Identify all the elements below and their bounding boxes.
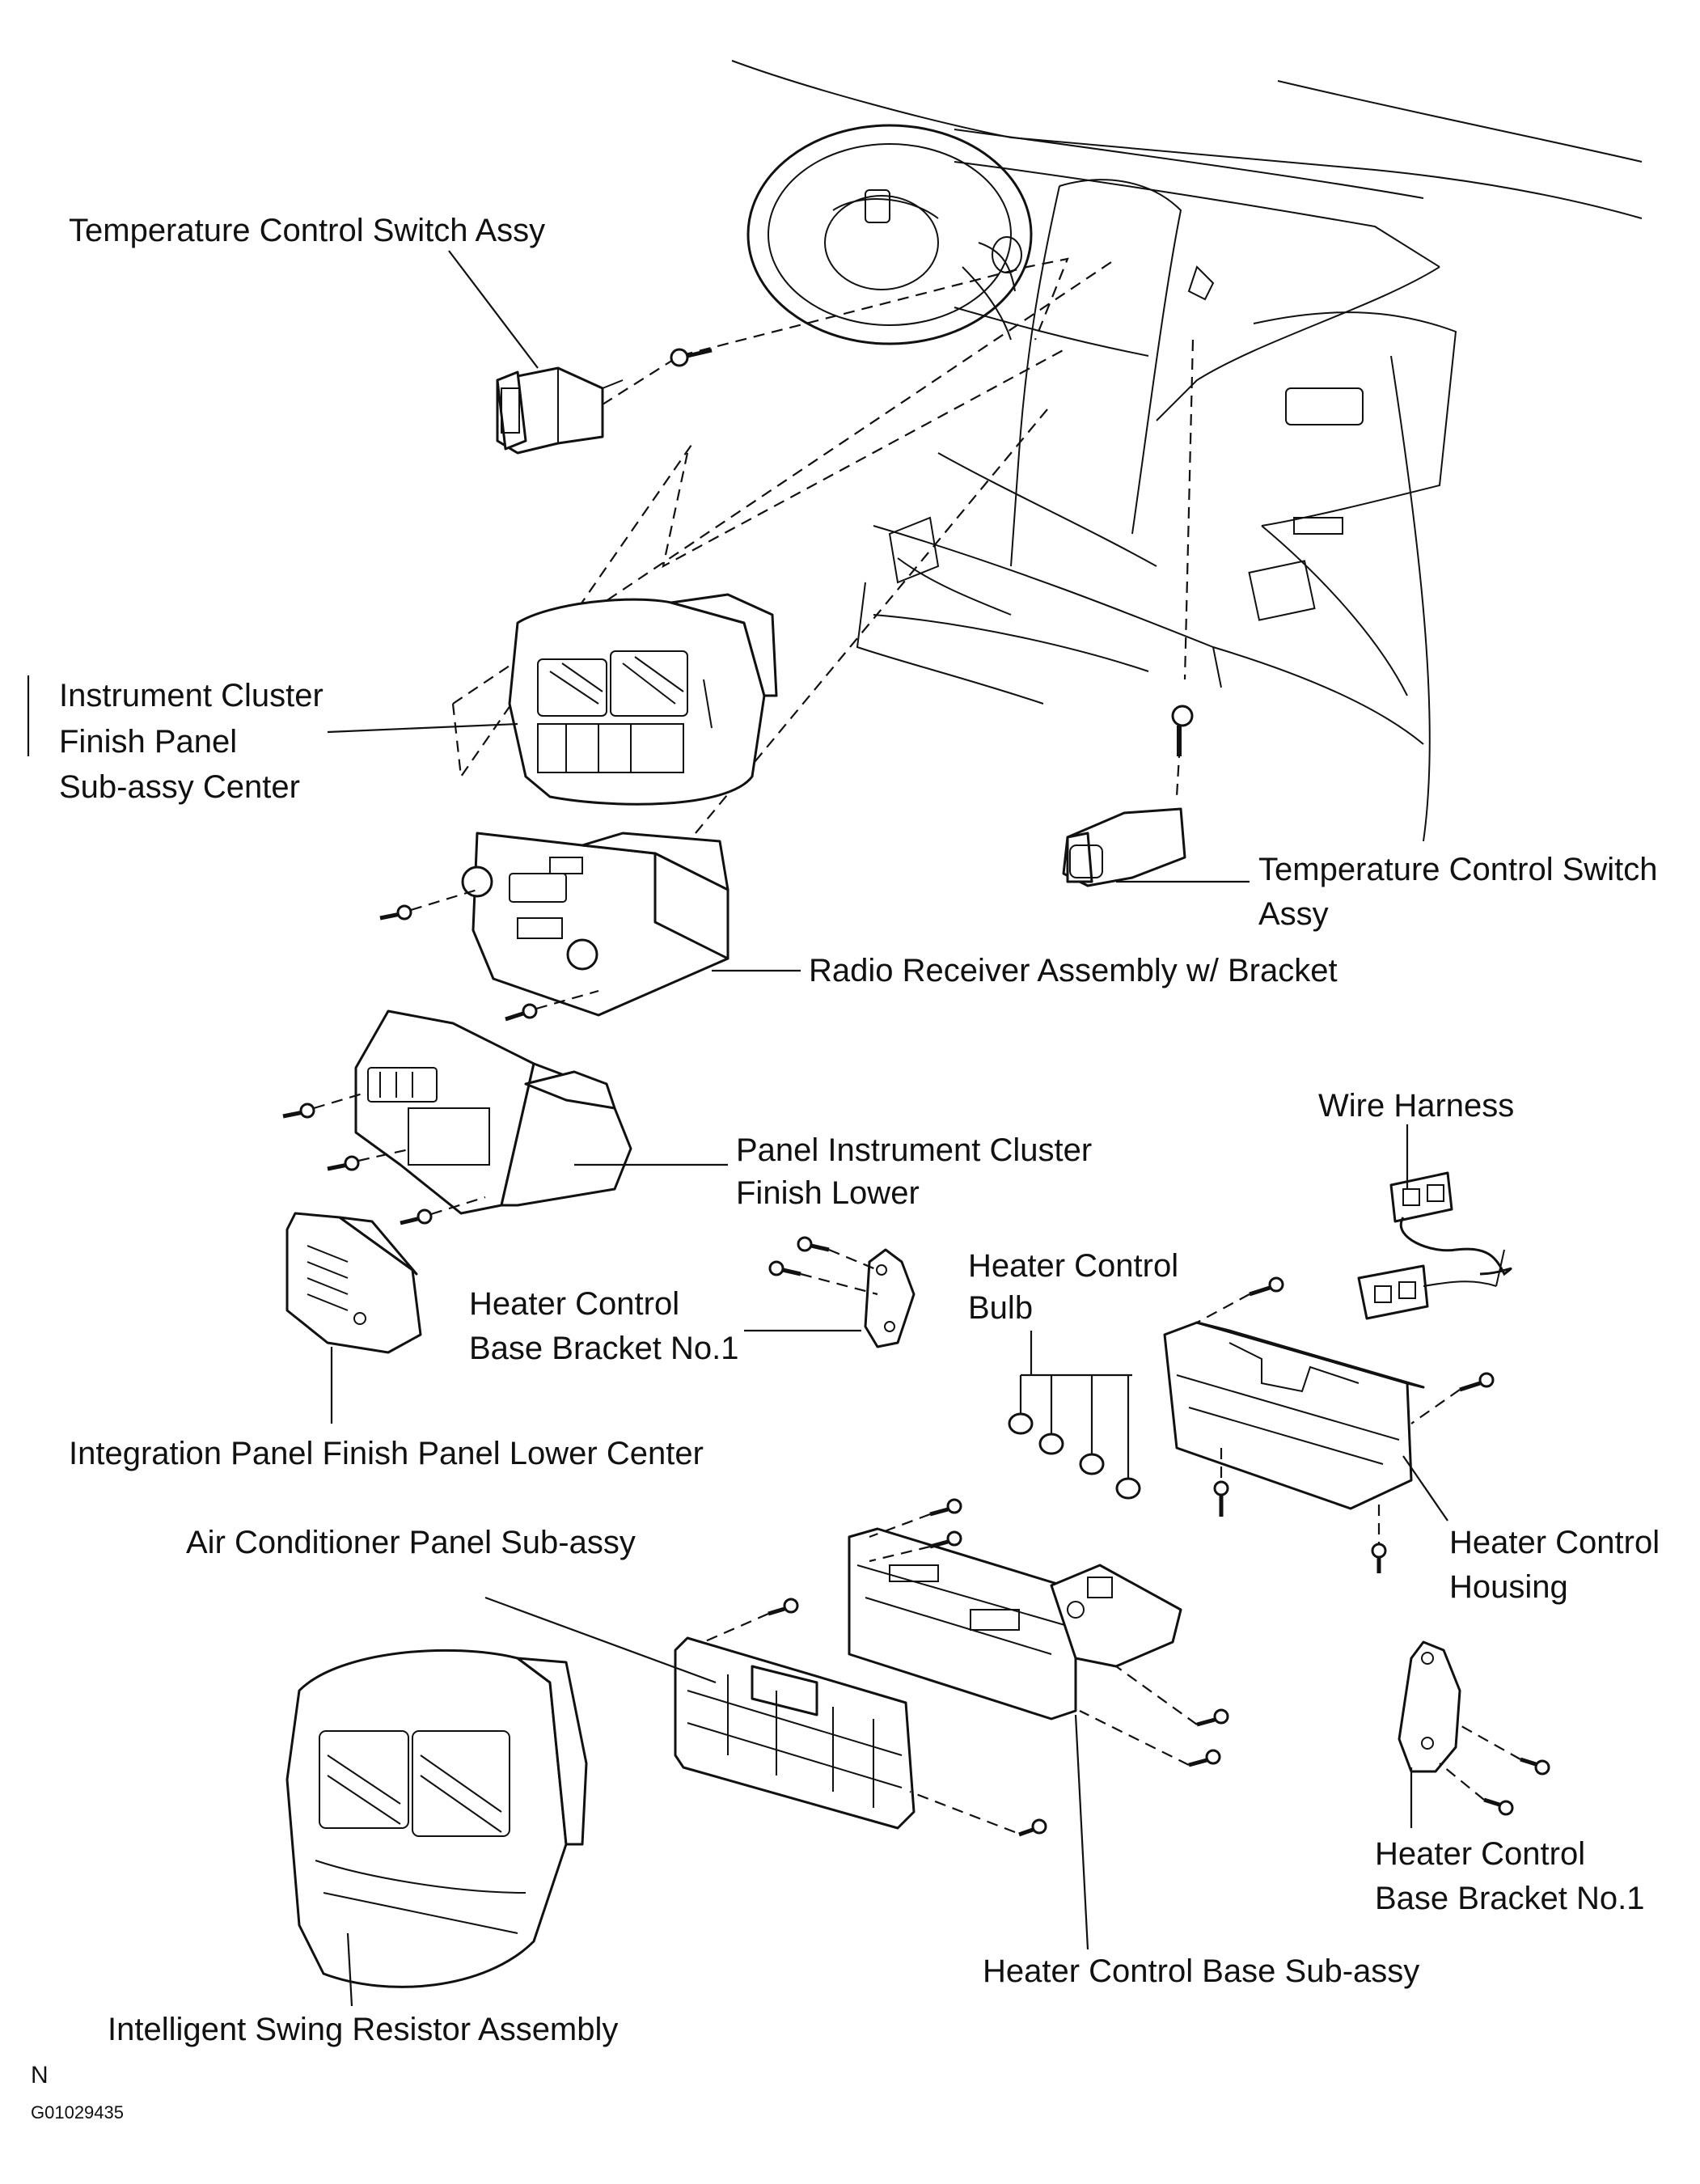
label-base-bracket-left-line1: Heater Control bbox=[469, 1286, 680, 1322]
label-heater-base: Heater Control Base Sub-assy bbox=[983, 1953, 1420, 1989]
label-swing-resistor: Intelligent Swing Resistor Assembly bbox=[108, 2012, 619, 2047]
radio-receiver-part bbox=[461, 832, 729, 1017]
screw-icon bbox=[379, 888, 599, 1022]
steering-wheel-icon bbox=[746, 124, 1033, 345]
dashboard-outline-icon bbox=[731, 60, 1643, 842]
label-instrument-cluster-line1: Instrument Cluster bbox=[59, 678, 324, 713]
orientation-mark: N bbox=[31, 2062, 49, 2089]
label-heater-housing-line1: Heater Control bbox=[1449, 1525, 1660, 1560]
screw-icon bbox=[282, 1090, 486, 1225]
label-ac-panel: Air Conditioner Panel Sub-assy bbox=[186, 1525, 636, 1560]
leader-lines bbox=[27, 250, 1448, 2007]
screw-icon bbox=[768, 1236, 878, 1296]
label-heater-bulb-line2: Bulb bbox=[968, 1290, 1034, 1326]
label-base-bracket-right-line2: Base Bracket No.1 bbox=[1375, 1881, 1645, 1916]
screw-icon bbox=[1439, 1722, 1550, 1816]
screw-icon bbox=[1171, 705, 1194, 756]
figure-code: G01029435 bbox=[31, 2102, 124, 2123]
label-heater-bulb-line1: Heater Control bbox=[968, 1248, 1179, 1284]
screw-icon bbox=[1196, 1276, 1495, 1573]
label-panel-lower-line2: Finish Lower bbox=[736, 1175, 920, 1211]
label-base-bracket-right-line1: Heater Control bbox=[1375, 1836, 1586, 1872]
heater-base-part bbox=[848, 1527, 1182, 1721]
label-temperature-switch-right-line2: Assy bbox=[1258, 896, 1329, 932]
temperature-switch-left-part bbox=[496, 366, 624, 455]
temperature-switch-right-part bbox=[1062, 807, 1186, 887]
panel-lower-part bbox=[354, 1009, 632, 1215]
screw-icon bbox=[703, 1598, 1047, 1837]
heater-housing-part bbox=[1163, 1321, 1425, 1510]
bulb-icon bbox=[1008, 1412, 1141, 1500]
label-panel-lower-line1: Panel Instrument Cluster bbox=[736, 1132, 1093, 1168]
label-instrument-cluster-line3: Sub-assy Center bbox=[59, 769, 300, 805]
base-bracket-right-part bbox=[1398, 1640, 1461, 1773]
base-bracket-left-part bbox=[864, 1248, 916, 1348]
screw-icon bbox=[670, 348, 713, 367]
label-temperature-switch-right-line1: Temperature Control Switch bbox=[1258, 852, 1658, 887]
label-heater-housing-line2: Housing bbox=[1449, 1569, 1568, 1605]
swing-resistor-part bbox=[285, 1649, 588, 1988]
screw-icon bbox=[869, 1498, 1229, 1767]
label-temperature-switch-left: Temperature Control Switch Assy bbox=[69, 213, 546, 248]
label-integration-panel: Integration Panel Finish Panel Lower Cen… bbox=[69, 1436, 704, 1471]
label-instrument-cluster-line2: Finish Panel bbox=[59, 724, 238, 760]
label-base-bracket-left-line2: Base Bracket No.1 bbox=[469, 1331, 739, 1366]
label-wire-harness: Wire Harness bbox=[1318, 1088, 1515, 1124]
integration-panel-part bbox=[285, 1212, 422, 1354]
label-radio-receiver: Radio Receiver Assembly w/ Bracket bbox=[809, 953, 1338, 988]
connector-icon bbox=[1357, 1171, 1512, 1320]
ac-panel-part bbox=[674, 1636, 916, 1830]
instrument-cluster-center-part bbox=[508, 593, 778, 806]
